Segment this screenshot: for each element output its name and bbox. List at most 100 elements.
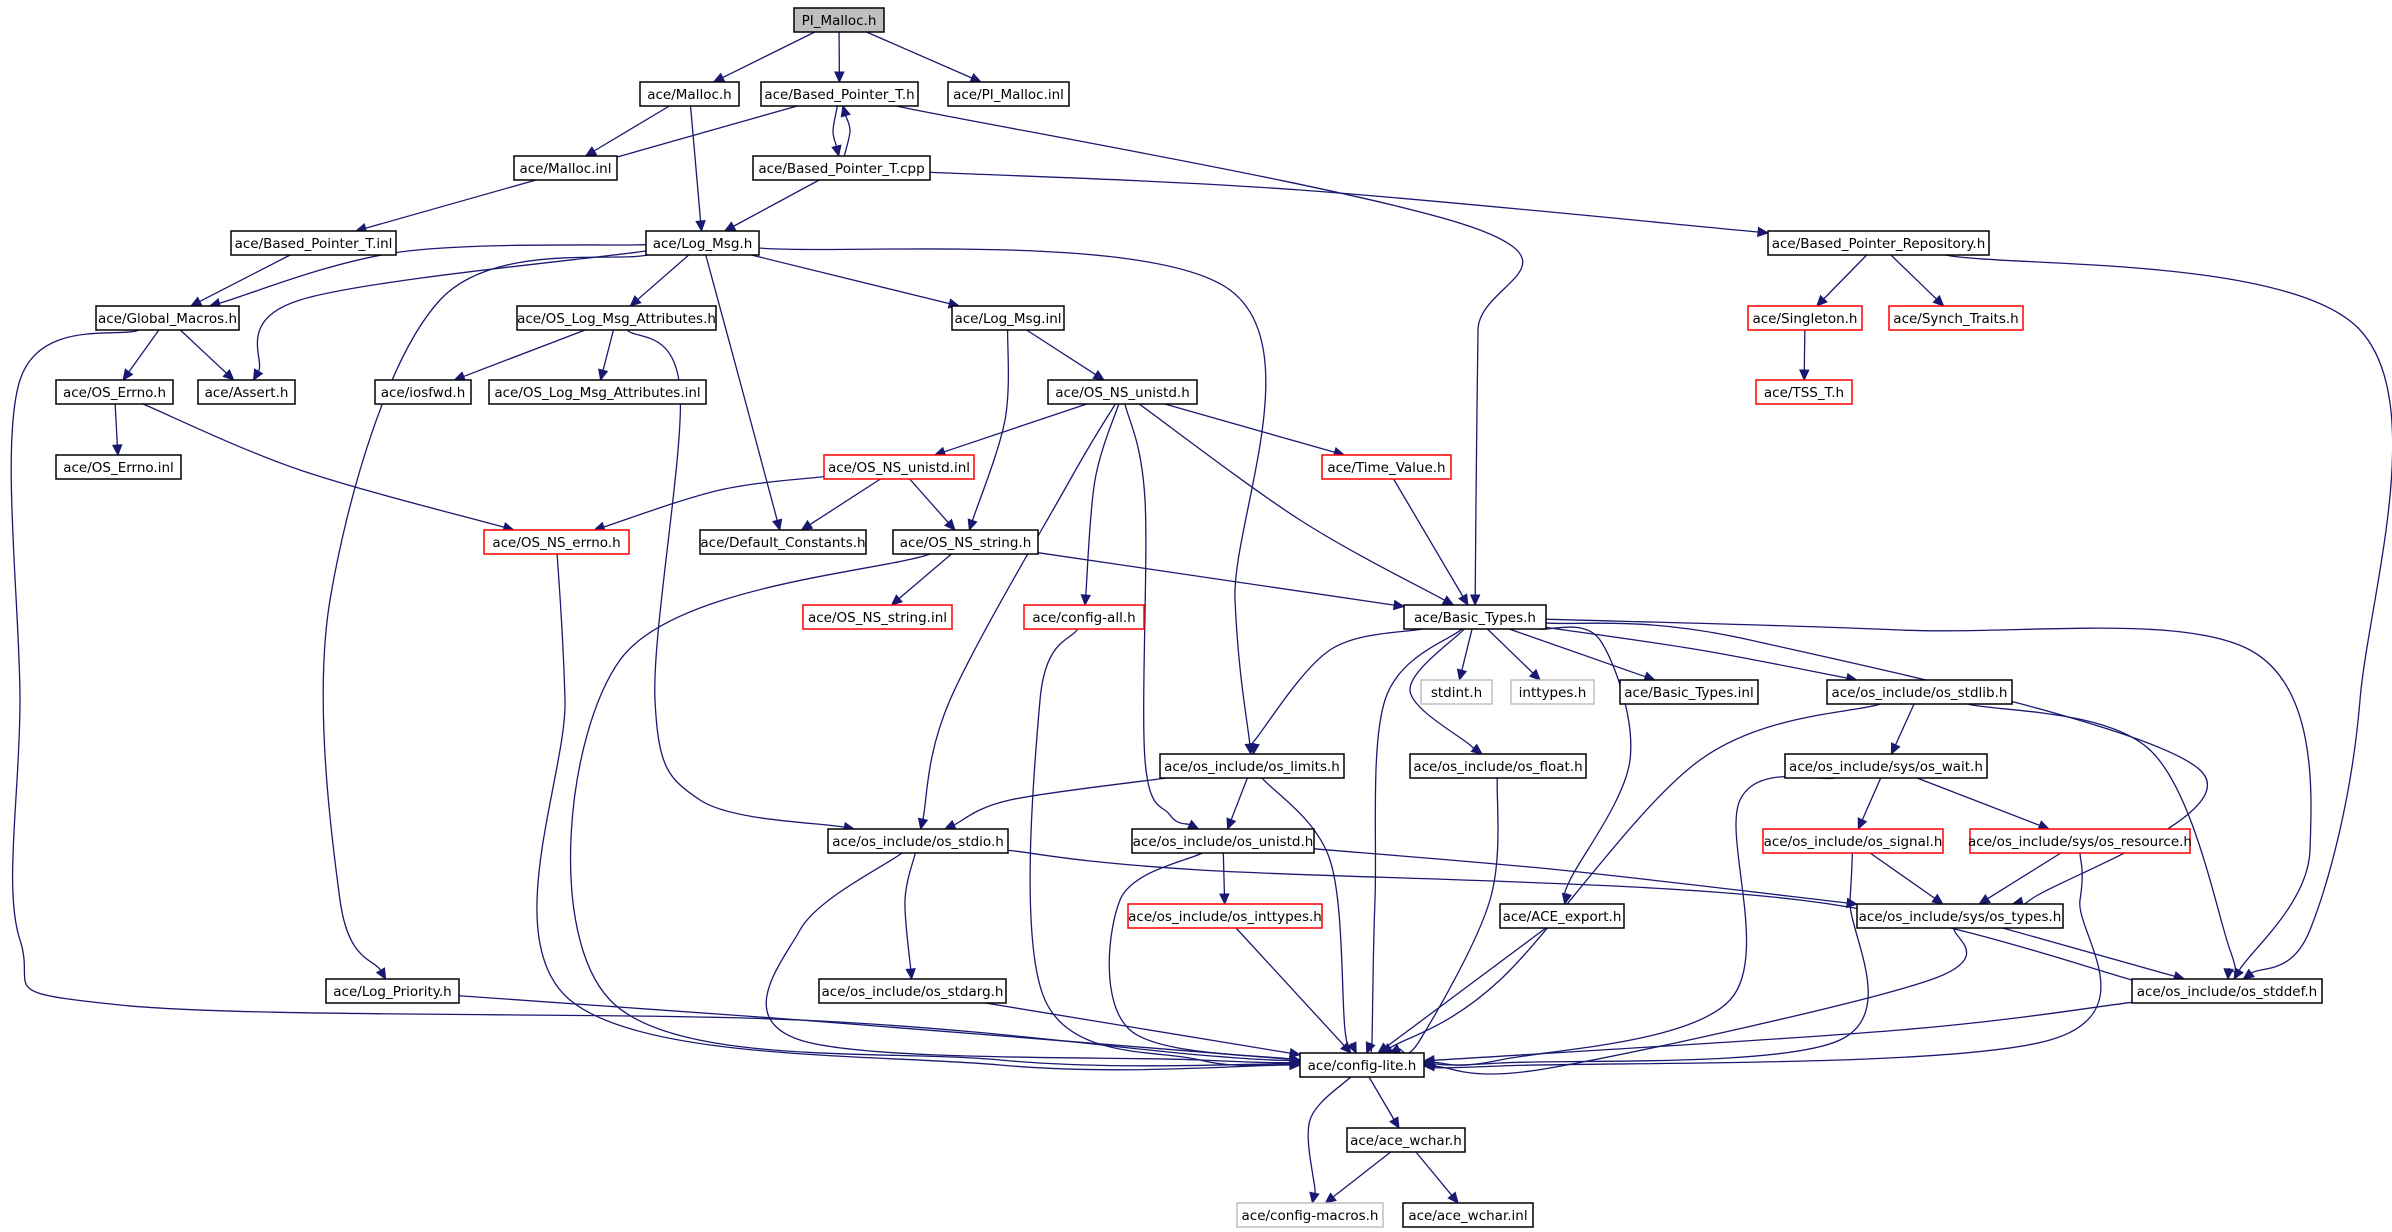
node-os-stdlib-h[interactable]: ace/os_include/os_stdlib.h <box>1826 679 2013 705</box>
node-ace-export-h[interactable]: ace/ACE_export.h <box>1499 903 1625 929</box>
node-box <box>1969 828 2191 854</box>
node-tss-t-h[interactable]: ace/TSS_T.h <box>1755 379 1853 405</box>
node-os-types-h[interactable]: ace/os_include/sys/os_types.h <box>1856 903 2064 929</box>
node-label: ace/os_include/os_inttypes.h <box>1128 909 1322 925</box>
edge-arrowhead <box>375 967 387 981</box>
node-os-ns-string-h[interactable]: ace/OS_NS_string.h <box>892 529 1039 555</box>
node-config-lite-h[interactable]: ace/config-lite.h <box>1299 1052 1425 1078</box>
node-log-priority-h[interactable]: ace/Log_Priority.h <box>325 978 460 1004</box>
edge-line <box>922 403 1116 820</box>
node-os-signal-h[interactable]: ace/os_include/os_signal.h <box>1762 828 1944 854</box>
edge-arrowhead <box>1324 1192 1337 1204</box>
edge-line <box>142 403 505 528</box>
node-malloc-h[interactable]: ace/Malloc.h <box>639 81 740 107</box>
node-os-ns-string-inl[interactable]: ace/OS_NS_string.inl <box>802 604 953 630</box>
edge-arrowhead <box>1092 369 1105 381</box>
edge-os_errno_h-to-os_errno_inl <box>111 403 123 457</box>
node-based-pointer-repository-h[interactable]: ace/Based_Pointer_Repository.h <box>1767 230 1990 256</box>
node-pi-malloc-inl[interactable]: ace/PI_Malloc.inl <box>947 81 1070 107</box>
node-malloc-inl[interactable]: ace/Malloc.inl <box>513 155 618 181</box>
node-inttypes-h[interactable]: inttypes.h <box>1510 679 1595 705</box>
node-label: ace/os_include/os_float.h <box>1413 759 1582 775</box>
edge-arrowhead <box>1249 743 1260 756</box>
edge-os_resource_h-to-config_lite_h <box>1422 852 2102 1071</box>
node-os-wait-h[interactable]: ace/os_include/sys/os_wait.h <box>1784 753 1988 779</box>
edge-os_signal_h-to-os_types_h <box>1869 852 1944 905</box>
node-box <box>1755 379 1853 405</box>
node-log-msg-inl[interactable]: ace/Log_Msg.inl <box>951 305 1065 331</box>
node-label: ace/OS_NS_unistd.h <box>1055 385 1190 401</box>
node-log-msg-h[interactable]: ace/Log_Msg.h <box>645 230 760 256</box>
edge-line <box>866 31 973 79</box>
node-based-pointer-t-cpp[interactable]: ace/Based_Pointer_T.cpp <box>752 155 931 181</box>
edge-arrowhead <box>1469 594 1481 607</box>
edge-line <box>1433 927 1968 1075</box>
edge-arrowhead <box>772 518 783 532</box>
node-os-stdarg-h[interactable]: ace/os_include/os_stdarg.h <box>818 978 1007 1004</box>
edge-line <box>929 171 1759 233</box>
edge-arrowhead <box>1978 893 1991 905</box>
edge-ace_wchar_h-to-config_macros_h <box>1324 1151 1392 1204</box>
node-based-pointer-t-h[interactable]: ace/Based_Pointer_T.h <box>760 81 919 107</box>
node-box <box>827 828 1009 854</box>
edge-malloc_h-to-malloc_inl <box>584 105 670 157</box>
edge-line <box>1433 775 1835 1066</box>
node-os-ns-unistd-h[interactable]: ace/OS_NS_unistd.h <box>1047 379 1198 405</box>
node-stdint-h[interactable]: stdint.h <box>1420 679 1493 705</box>
node-basic-types-inl[interactable]: ace/Basic_Types.inl <box>1619 679 1759 705</box>
node-synch-traits-h[interactable]: ace/Synch_Traits.h <box>1888 305 2024 331</box>
node-os-log-msg-attributes-h[interactable]: ace/OS_Log_Msg_Attributes.h <box>516 305 717 331</box>
node-box <box>1856 903 2064 929</box>
node-os-limits-h[interactable]: ace/os_include/os_limits.h <box>1159 753 1345 779</box>
node-assert-h[interactable]: ace/Assert.h <box>197 379 296 405</box>
edge-arrowhead <box>967 518 978 532</box>
node-os-resource-h[interactable]: ace/os_include/sys/os_resource.h <box>1968 828 2192 854</box>
node-box <box>1888 305 2024 331</box>
node-os-ns-unistd-inl[interactable]: ace/OS_NS_unistd.inl <box>823 454 975 480</box>
node-os-inttypes-h[interactable]: ace/os_include/os_inttypes.h <box>1127 903 1323 929</box>
edge-arrowhead <box>1890 742 1901 756</box>
node-box <box>1409 753 1587 779</box>
node-os-errno-h[interactable]: ace/OS_Errno.h <box>55 379 174 405</box>
edge-line <box>985 1002 1291 1054</box>
node-time-value-h[interactable]: ace/Time_Value.h <box>1321 454 1452 480</box>
node-box <box>1499 903 1625 929</box>
node-basic-types-h[interactable]: ace/Basic_Types.h <box>1403 604 1547 630</box>
node-config-all-h[interactable]: ace/config-all.h <box>1023 604 1145 630</box>
node-box <box>1047 379 1198 405</box>
edge-os_ns_unistd_inl-to-os_ns_string_h <box>909 478 956 531</box>
edge-based_pointer_repository_h-to-singleton_h <box>1815 254 1868 307</box>
node-ace-wchar-inl[interactable]: ace/ace_wchar.inl <box>1402 1202 1534 1228</box>
node-label: stdint.h <box>1431 685 1482 701</box>
edge-os_unistd_h-to-config_lite_h <box>1108 852 1314 1063</box>
node-config-macros-h[interactable]: ace/config-macros.h <box>1236 1202 1384 1228</box>
edge-line <box>179 329 227 374</box>
edge-arrowhead <box>1365 1041 1376 1055</box>
node-global-macros-h[interactable]: ace/Global_Macros.h <box>95 305 240 331</box>
edge-arrowhead <box>943 518 956 531</box>
node-label: ace/Time_Value.h <box>1327 460 1445 476</box>
node-os-float-h[interactable]: ace/os_include/os_float.h <box>1409 753 1587 779</box>
edge-arrowhead <box>1458 593 1469 607</box>
edge-line <box>1890 254 1937 300</box>
node-box <box>513 155 618 181</box>
edge-line <box>1235 927 1345 1047</box>
node-os-stddef-h[interactable]: ace/os_include/os_stddef.h <box>2131 978 2323 1004</box>
edge-arrowhead <box>584 146 598 157</box>
edge-os_limits_h-to-os_stdio_h <box>943 777 1167 830</box>
node-os-errno-inl[interactable]: ace/OS_Errno.inl <box>55 454 182 480</box>
node-iosfwd-h[interactable]: ace/iosfwd.h <box>374 379 472 405</box>
node-os-unistd-h[interactable]: ace/os_include/os_unistd.h <box>1131 828 1315 854</box>
node-based-pointer-t-inl[interactable]: ace/Based_Pointer_T.inl <box>230 230 397 256</box>
edge-os_log_msg_attributes_h-to-os_stdio_h <box>626 329 856 833</box>
node-label: ace/Singleton.h <box>1752 311 1857 327</box>
node-os-log-msg-attributes-inl[interactable]: ace/OS_Log_Msg_Attributes.inl <box>488 379 707 405</box>
edge-pi_malloc_h-to-pi_malloc_inl <box>866 31 983 83</box>
node-ace-wchar-h[interactable]: ace/ace_wchar.h <box>1346 1127 1466 1153</box>
node-os-stdio-h[interactable]: ace/os_include/os_stdio.h <box>827 828 1009 854</box>
node-default-constants-h[interactable]: ace/Default_Constants.h <box>699 529 867 555</box>
edge-arrowhead <box>1339 1041 1352 1054</box>
node-os-ns-errno-h[interactable]: ace/OS_NS_errno.h <box>483 529 630 555</box>
node-singleton-h[interactable]: ace/Singleton.h <box>1747 305 1863 331</box>
edge-line <box>1393 478 1464 597</box>
